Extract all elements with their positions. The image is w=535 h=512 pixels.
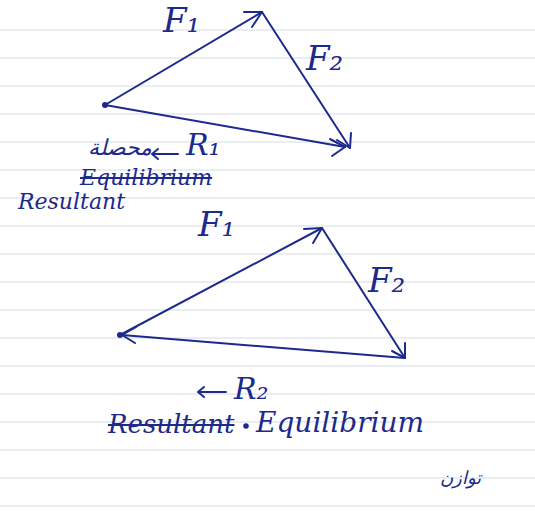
pointer-arrow xyxy=(152,149,178,159)
struck-note: Equilibrium xyxy=(80,166,212,190)
resultant-label: R₂ xyxy=(234,372,269,405)
dot xyxy=(244,424,248,428)
force-label: F₂ xyxy=(368,262,405,299)
arabic-note: توازن xyxy=(440,468,481,488)
arrow-head xyxy=(330,139,345,156)
arrow-head xyxy=(304,228,322,243)
resultant-label: R₁ xyxy=(186,128,221,161)
resultant-vector xyxy=(122,335,405,358)
force-label: F₂ xyxy=(306,40,343,77)
point xyxy=(103,103,107,107)
point xyxy=(118,333,122,337)
arrow-head xyxy=(244,12,262,27)
arrow-head xyxy=(392,343,405,358)
force-vector xyxy=(322,228,405,358)
force-label: F₁ xyxy=(163,2,200,39)
note: Resultant xyxy=(18,190,125,214)
force-vector xyxy=(120,228,322,335)
struck-note: Resultant xyxy=(108,410,235,439)
note: Equilibrium xyxy=(256,408,424,439)
force-vector xyxy=(262,12,350,148)
arabic-note: محصلة xyxy=(88,136,152,160)
arrow-head xyxy=(122,327,136,343)
force-label: F₁ xyxy=(198,206,235,243)
pointer-arrow xyxy=(198,387,226,397)
notebook-lines xyxy=(0,30,535,506)
